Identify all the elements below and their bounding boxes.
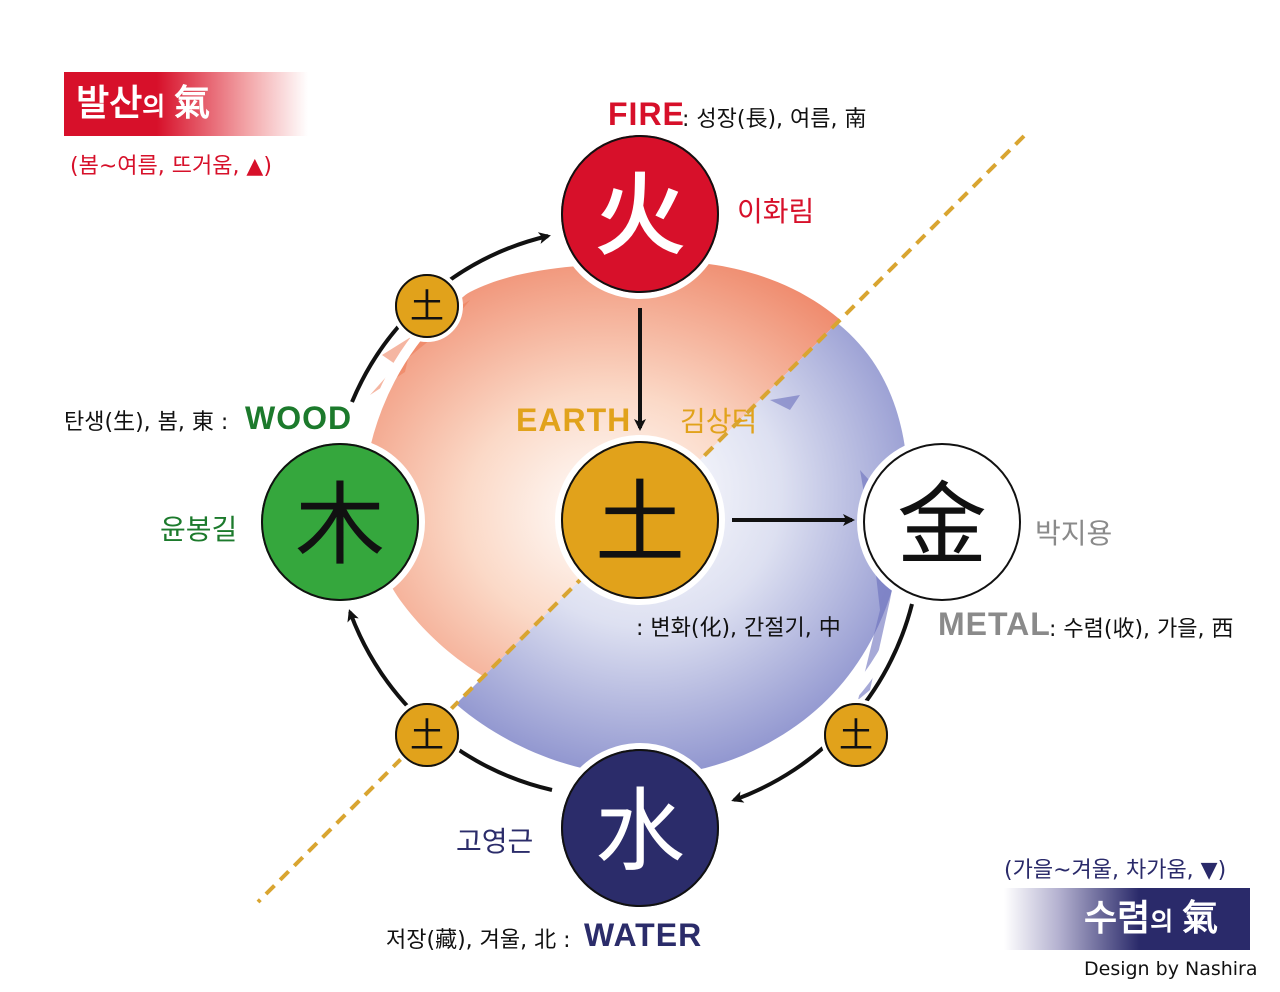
small-earth-circle: 土 xyxy=(822,701,890,769)
fire-description: : 성장(長), 여름, 南 xyxy=(682,101,867,133)
metal-person-name: 박지용 xyxy=(1035,512,1112,552)
small-earth-circle: 土 xyxy=(393,272,461,340)
heat-banner-particle: 의 xyxy=(142,92,174,121)
heat-banner-subtitle: (봄~여름, 뜨거움, ▲) xyxy=(70,148,272,180)
water-english-label: WATER xyxy=(584,917,702,954)
earth-description: : 변화(化), 간절기, 中 xyxy=(636,610,841,642)
wood-english-label: WOOD xyxy=(245,400,352,437)
wood-glyph: 木 xyxy=(295,473,385,578)
water-glyph: 水 xyxy=(595,779,685,884)
wood-description: 탄생(生), 봄, 東 : xyxy=(64,404,228,436)
earth-node: 土 xyxy=(558,438,722,602)
heat-banner-title: 발산의 氣 xyxy=(76,80,210,131)
cold-banner-subtitle: (가을~겨울, 차가움, ▼) xyxy=(1004,852,1226,884)
metal-description: : 수렴(收), 가을, 西 xyxy=(1049,611,1234,643)
water-description: 저장(藏), 겨울, 北 : xyxy=(386,922,571,954)
water-node: 水 xyxy=(558,746,722,910)
fire-person-name: 이화림 xyxy=(737,190,814,230)
earth-person-name: 김상덕 xyxy=(680,400,757,440)
cold-banner-main: 수렴 xyxy=(1084,898,1150,939)
fire-english-label: FIRE xyxy=(608,96,685,133)
wood-node: 木 xyxy=(258,440,422,604)
metal-english-label: METAL xyxy=(938,606,1051,643)
cold-banner-title: 수렴의 氣 xyxy=(1084,895,1218,946)
small-earth-glyph: 土 xyxy=(410,716,444,756)
cold-banner-ki: 氣 xyxy=(1182,898,1218,939)
small-earth-glyph: 土 xyxy=(839,716,873,756)
small-earth-circle: 土 xyxy=(393,701,461,769)
water-person-name: 고영근 xyxy=(456,820,533,860)
fire-glyph: 火 xyxy=(596,164,684,267)
earth-glyph: 土 xyxy=(595,471,685,576)
small-earth-glyph: 土 xyxy=(410,287,444,327)
design-credit: Design by Nashira xyxy=(1084,958,1258,980)
wood-person-name: 윤봉길 xyxy=(160,508,237,548)
metal-node: 金 xyxy=(860,440,1024,604)
heat-banner-main: 발산 xyxy=(76,83,142,124)
heat-banner-ki: 氣 xyxy=(174,83,210,124)
earth-english-label: EARTH xyxy=(516,402,631,439)
fire-node: 火 xyxy=(558,132,722,296)
cold-banner-particle: 의 xyxy=(1150,907,1182,936)
metal-glyph: 金 xyxy=(897,473,987,578)
